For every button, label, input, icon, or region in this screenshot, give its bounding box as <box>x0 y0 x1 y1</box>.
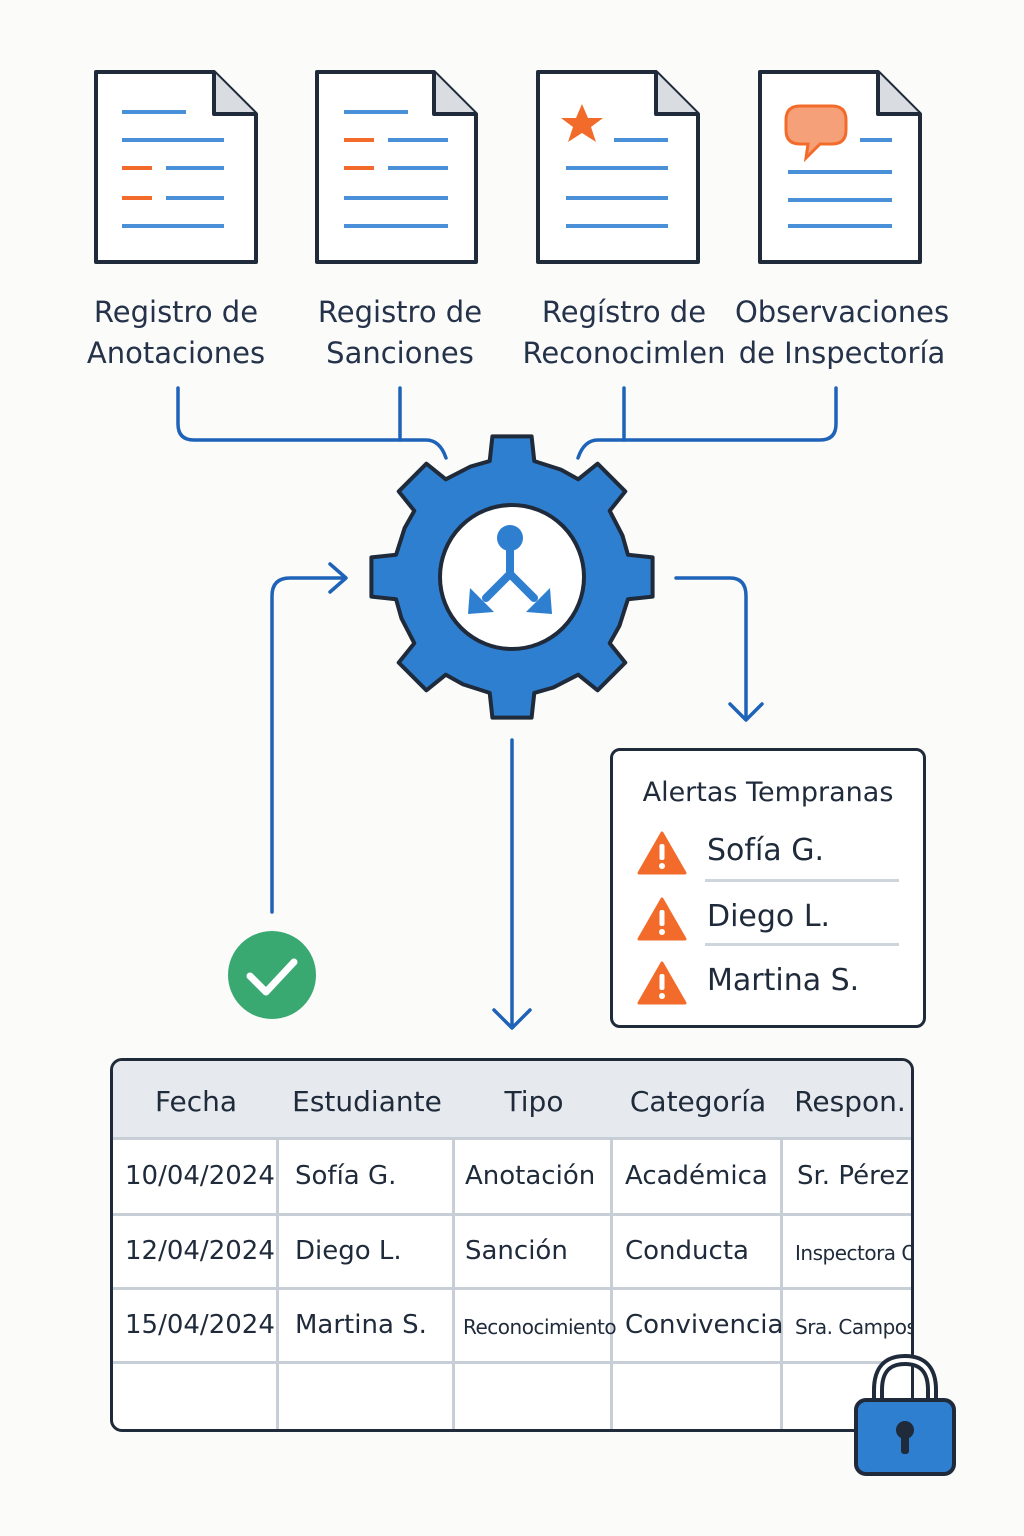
column-header-responsable[interactable]: Respon. <box>794 1085 906 1118</box>
cell-estudiante: Sofía G. <box>295 1161 397 1191</box>
document-icon-sanciones <box>315 70 478 264</box>
source-label-line: de Inspectoría <box>738 336 946 370</box>
column-header-categoria[interactable]: Categoría <box>629 1085 767 1118</box>
row-divider <box>113 1361 911 1364</box>
row-divider <box>113 1287 911 1290</box>
column-header-estudiante[interactable]: Estudiante <box>292 1085 442 1118</box>
column-header-tipo[interactable]: Tipo <box>504 1085 564 1118</box>
document-icon-reconocimientos <box>536 70 700 264</box>
cell-categoria: Convivencia <box>625 1310 784 1340</box>
check-icon <box>228 931 316 1019</box>
table-arrow <box>492 738 532 1030</box>
star-icon <box>561 104 603 142</box>
alerts-title: Alertas Tempranas <box>642 777 894 808</box>
cell-categoria: Académica <box>625 1161 768 1191</box>
column-divider <box>610 1139 613 1429</box>
alert-divider <box>705 879 899 882</box>
alerts-panel: Alertas Tempranas Sofía G. Diego L. Mart… <box>610 748 926 1028</box>
gear-icon <box>369 434 655 720</box>
source-label-line: Observaciones <box>734 295 950 329</box>
alert-item[interactable]: Sofía G. <box>637 829 907 879</box>
table-header: Fecha Estudiante Tipo Categoría Respon. <box>113 1061 911 1140</box>
source-label-line: Registro de <box>93 295 259 329</box>
alerts-arrow <box>674 576 764 722</box>
source-label-reconocimientos: Regístro de Reconocimlen <box>504 292 744 374</box>
alert-item[interactable]: Martina S. <box>637 959 907 1009</box>
source-connectors <box>176 386 838 460</box>
warning-icon <box>637 897 687 941</box>
cell-fecha: 10/04/2024 <box>125 1161 275 1191</box>
cell-estudiante: Martina S. <box>295 1310 427 1340</box>
column-divider <box>452 1139 455 1429</box>
cell-responsable: Sr. Pérez <box>797 1161 909 1191</box>
alert-student-name: Martina S. <box>707 963 860 998</box>
source-label-line: Reconocimlen <box>522 336 726 370</box>
cell-tipo: Anotación <box>465 1161 596 1191</box>
lock-icon <box>854 1353 956 1476</box>
warning-icon <box>637 961 687 1005</box>
branch-arrows-icon <box>468 525 552 614</box>
column-divider <box>276 1139 279 1429</box>
source-label-line: Anotaciones <box>86 336 266 370</box>
document-icon-observaciones <box>758 70 922 264</box>
cell-fecha: 15/04/2024 <box>125 1310 275 1340</box>
cell-estudiante: Diego L. <box>295 1236 402 1266</box>
source-label-line: Regístro de <box>541 295 707 329</box>
alert-student-name: Diego L. <box>707 899 831 934</box>
source-label-observaciones: Observaciones de Inspectoría <box>722 292 962 374</box>
source-label-line: Registro de <box>317 295 483 329</box>
warning-icon <box>637 831 687 875</box>
cell-categoria: Conducta <box>625 1236 749 1266</box>
records-table: Fecha Estudiante Tipo Categoría Respon. … <box>110 1058 914 1432</box>
alert-item[interactable]: Diego L. <box>637 895 907 945</box>
cell-responsable: Inspectora O <box>795 1241 914 1265</box>
source-label-sanciones: Registro de Sanciones <box>280 292 520 374</box>
alert-student-name: Sofía G. <box>707 833 824 868</box>
cell-responsable: Sra. Campos <box>795 1315 914 1339</box>
column-header-fecha[interactable]: Fecha <box>154 1085 238 1118</box>
column-divider <box>780 1139 783 1429</box>
source-label-line: Sanciones <box>326 336 474 370</box>
row-divider <box>113 1213 911 1216</box>
alert-divider <box>705 943 899 946</box>
cell-fecha: 12/04/2024 <box>125 1236 275 1266</box>
feedback-arrow <box>270 562 348 914</box>
speech-bubble-icon <box>784 104 848 163</box>
cell-tipo: Sanción <box>465 1236 568 1266</box>
cell-tipo: Reconocimiento <box>463 1315 617 1339</box>
document-icon-anotaciones <box>94 70 258 264</box>
source-label-anotaciones: Registro de Anotaciones <box>56 292 296 374</box>
